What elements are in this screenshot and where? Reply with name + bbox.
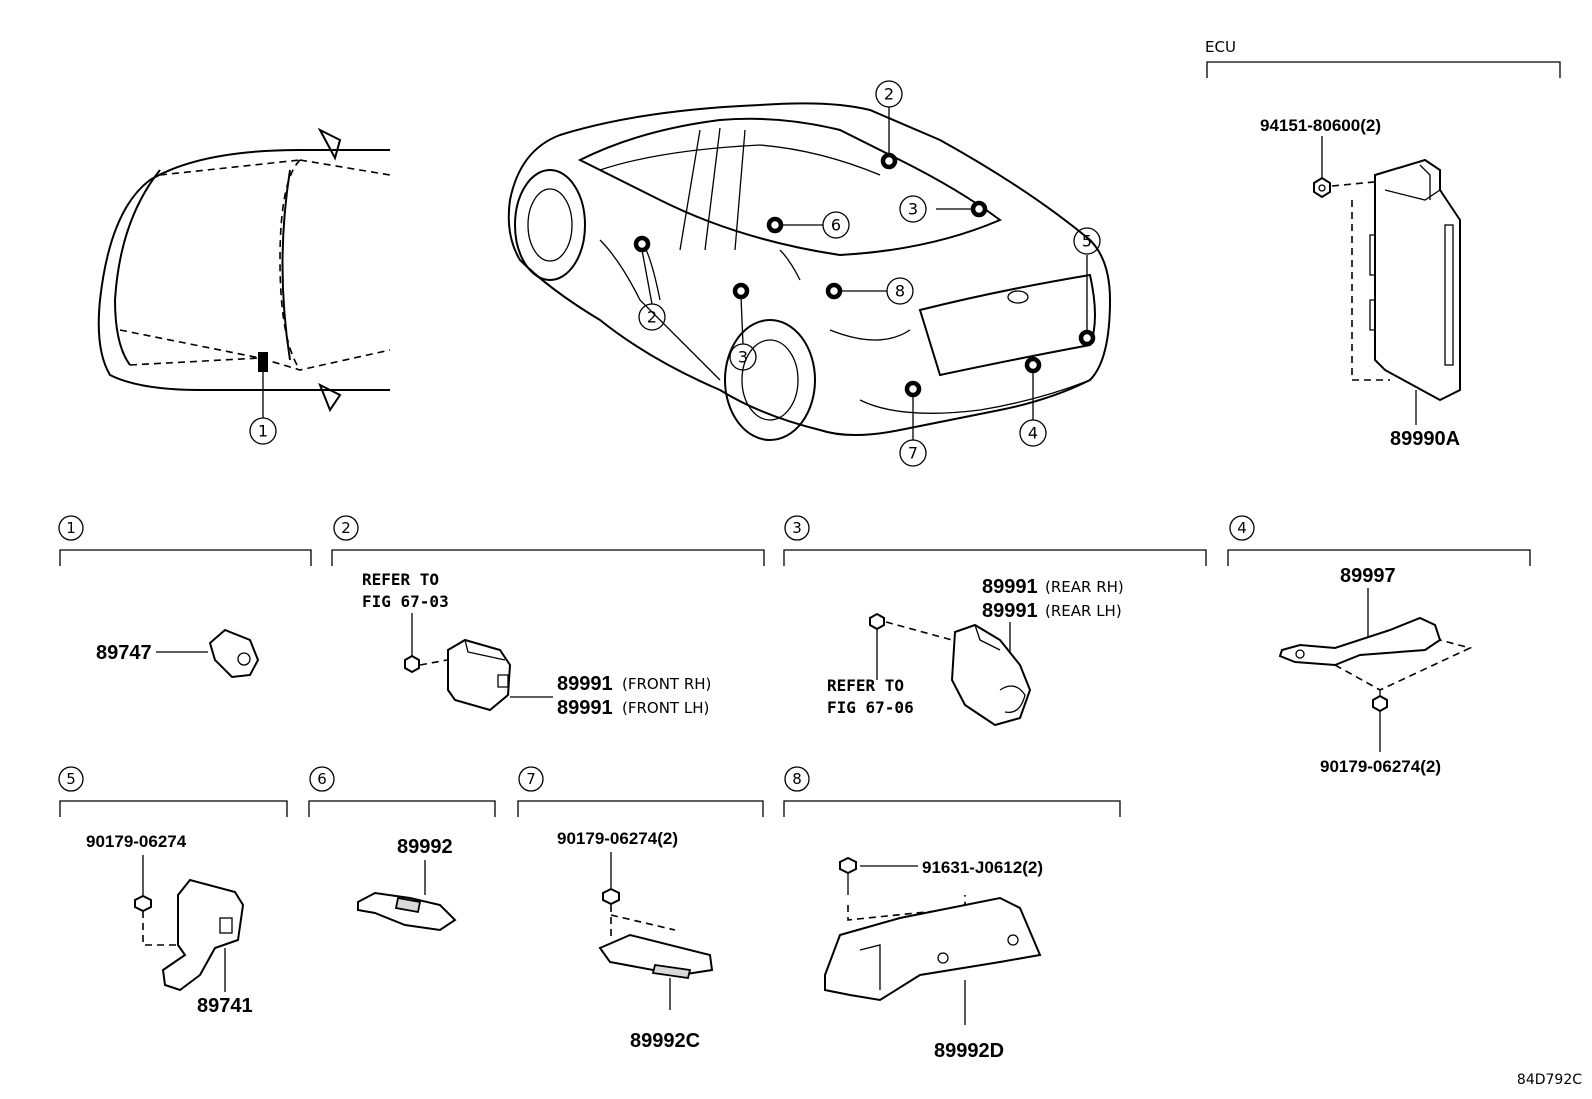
diagram-label: 90179-06274(2) [1320, 757, 1441, 776]
diagram-label: 6 [831, 216, 841, 235]
callout-8: 8 [886, 277, 914, 305]
diagram-label: 90179-06274(2) [557, 829, 678, 848]
sensor-89991-rear-icon [950, 623, 1032, 727]
group-7: 7 90179-06274(2) 89992C [517, 766, 764, 1052]
diagram-label: 6 [317, 770, 327, 788]
diagram-label: 89991 [982, 600, 1038, 622]
diagram-label: 3 [738, 348, 748, 367]
bolt-icon [839, 856, 857, 875]
screw-icon [869, 612, 885, 631]
ecu-nut-icon [1313, 176, 1331, 199]
callout-3-lower: 3 [729, 343, 757, 371]
diagram-label: 8 [895, 282, 905, 301]
callout-3-upper: 3 [899, 195, 927, 223]
diagram-label: 4 [1028, 424, 1038, 443]
diagram-label: 3 [908, 200, 918, 219]
nut-icon [134, 894, 152, 913]
diagram-label: 4 [1237, 519, 1247, 537]
callout-2-upper: 2 [875, 80, 903, 108]
g1-part-number: 89747 [96, 642, 152, 664]
ecu-label: ECU [1205, 38, 1236, 56]
diagram-label: (FRONT LH) [622, 699, 709, 717]
group-3: 3 89991 (REAR RH) 89991 (REAR LH) REFER … [783, 515, 1207, 727]
diagram-label: 1 [258, 422, 268, 441]
diagram-label: 89992C [630, 1030, 700, 1052]
diagram-label: FIG 67-03 [362, 592, 449, 611]
diagram-label: 2 [884, 85, 894, 104]
overview-callouts: 1 2 2 3 3 4 5 6 7 8 [249, 80, 1101, 467]
callout-4: 4 [1019, 419, 1047, 447]
callout-2-lower: 2 [638, 303, 666, 331]
diagram-label: REFER TO [827, 676, 904, 695]
group-4: 4 89997 90179-06274(2) [1227, 515, 1531, 776]
antenna-89992d-icon [824, 896, 1042, 1002]
nut-icon [602, 887, 620, 906]
ecu-unit-icon [1374, 158, 1461, 402]
diagram-label: 7 [526, 770, 536, 788]
group-2: 2 REFER TO FIG 67-03 89991 (FRONT RH) 89… [331, 515, 765, 719]
diagram-label: 89991 [982, 576, 1038, 598]
figure-code: 84D792C [1517, 1072, 1582, 1088]
screw-icon [404, 654, 420, 674]
diagram-label: 89991 [557, 697, 613, 719]
ecu-section: ECU 94151-80600(2) 89990A [1205, 38, 1561, 450]
diagram-label: 5 [66, 770, 76, 788]
diagram-label: 89741 [197, 995, 253, 1017]
sensor-location-marker [258, 352, 268, 372]
group-5: 5 90179-06274 89741 [58, 766, 288, 1017]
sedan-overview [507, 102, 1112, 441]
diagram-label: (REAR LH) [1045, 602, 1122, 620]
antenna-89992-icon [357, 891, 457, 932]
callout-7: 7 [899, 439, 927, 467]
diagram-label: 1 [66, 519, 76, 537]
sensor-89741-icon [161, 878, 245, 992]
diagram-label: 2 [341, 519, 351, 537]
diagram-label: 2 [647, 308, 657, 327]
diagram-label: (REAR RH) [1045, 578, 1124, 596]
ecu-bolt-part-number: 94151-80600(2) [1260, 116, 1381, 135]
antenna-89997-icon [1278, 616, 1442, 667]
diagram-label: REFER TO [362, 570, 439, 589]
group-1: 1 89747 [58, 515, 312, 679]
diagram-label: 91631-J0612(2) [922, 858, 1043, 877]
callout-1: 1 [249, 417, 277, 445]
diagram-label: 89992 [397, 836, 453, 858]
diagram-label: 5 [1082, 232, 1092, 251]
callout-6: 6 [822, 211, 850, 239]
diagram-label: 8 [792, 770, 802, 788]
diagram-label: 89997 [1340, 565, 1396, 587]
diagram-label: 89991 [557, 673, 613, 695]
diagram-label: 3 [792, 519, 802, 537]
nut-icon [1372, 694, 1388, 713]
group-8: 8 91631-J0612(2) 89992D [783, 766, 1121, 1062]
diagram-label: 89992D [934, 1040, 1004, 1062]
diagram-label: (FRONT RH) [622, 675, 711, 693]
diagram-label: 90179-06274 [86, 832, 187, 851]
ecu-part-number: 89990A [1390, 428, 1460, 450]
antenna-89992c-icon [598, 933, 714, 977]
diagram-label: 7 [908, 444, 918, 463]
diagram-label: FIG 67-06 [827, 698, 914, 717]
callout-5: 5 [1073, 227, 1101, 255]
front-car-top-view [97, 127, 391, 418]
group-6: 6 89992 [308, 766, 496, 932]
sensor-89747-icon [208, 628, 260, 679]
